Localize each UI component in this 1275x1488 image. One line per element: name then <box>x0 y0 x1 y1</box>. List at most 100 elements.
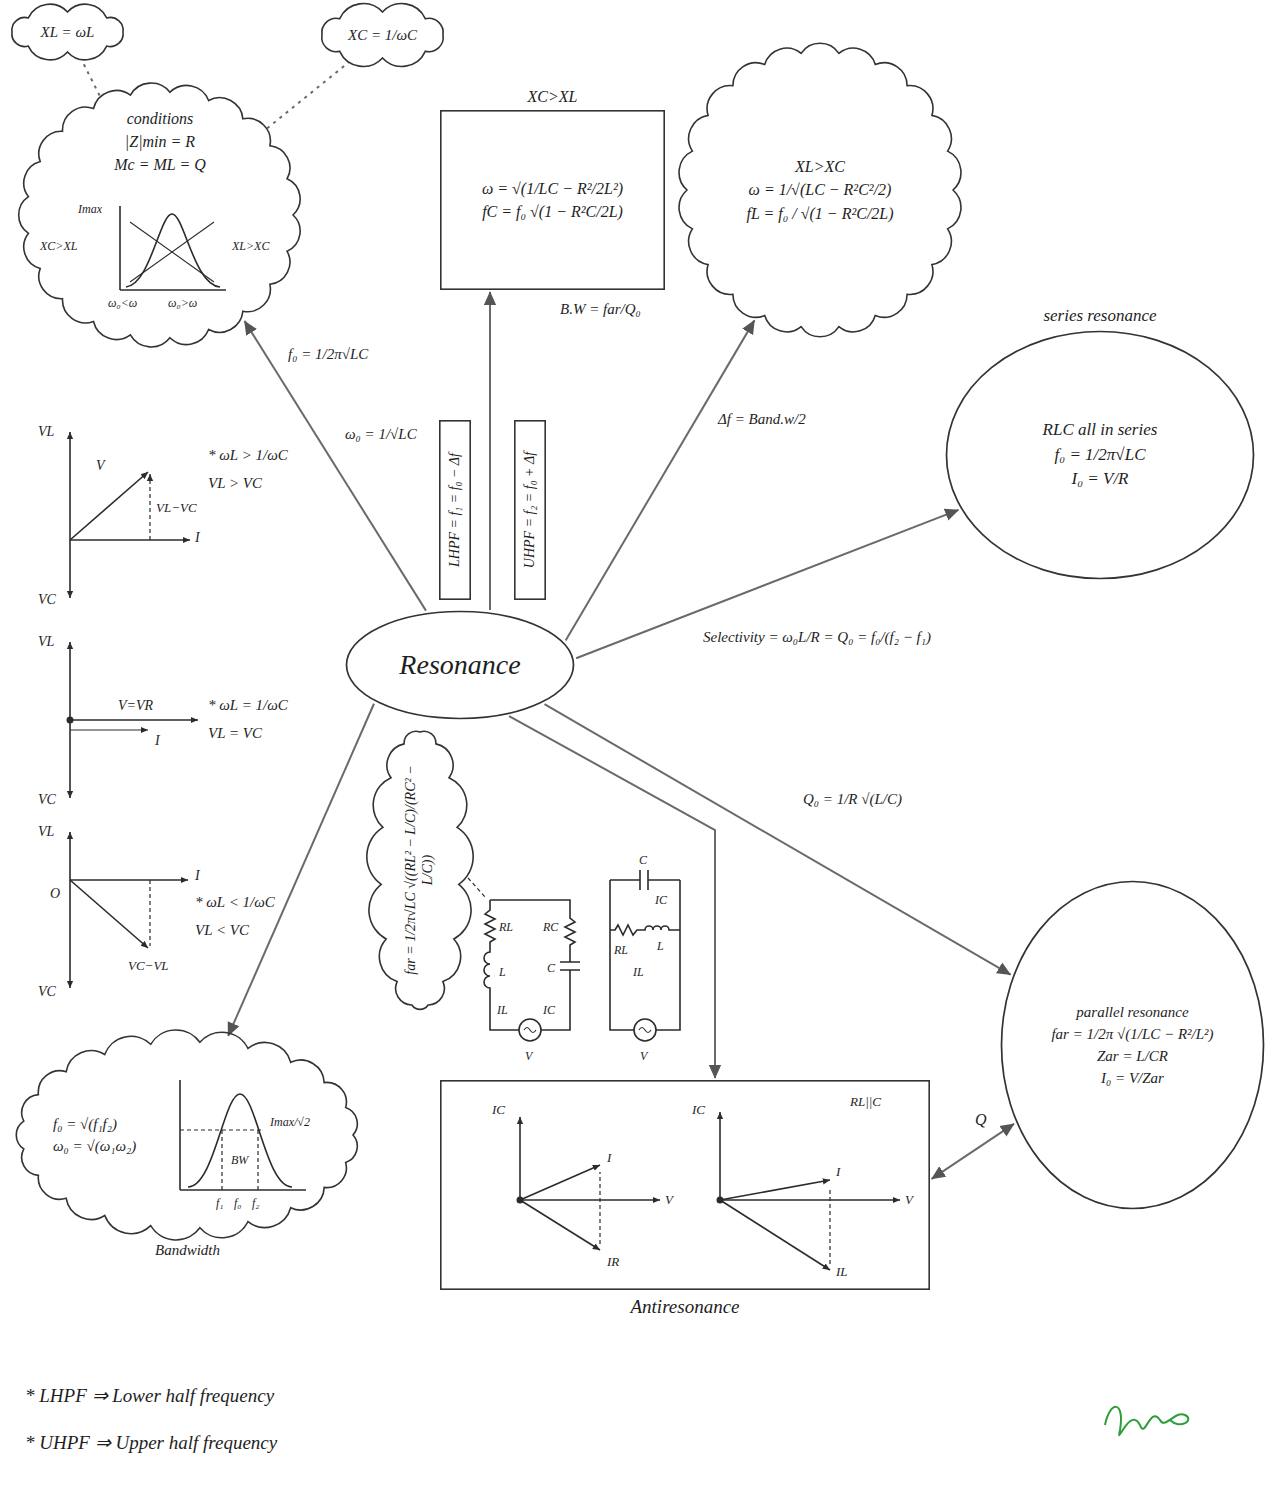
connector <box>267 63 348 129</box>
formula-cloud: far = 1/2π√LC √((RL² − L/C)/(RC² − L/C)) <box>374 725 466 1015</box>
annotation-label: Imax <box>78 202 102 216</box>
difference-phasor <box>149 880 150 946</box>
origin-dot <box>67 717 74 724</box>
annotation-label: BW <box>231 1153 248 1167</box>
annotation-label: VL <box>38 424 54 441</box>
label-slot: VL = VC <box>208 724 262 742</box>
label-slot: O <box>50 884 60 903</box>
node-text: f₀ = 1/2π√LC <box>1055 445 1146 465</box>
node-outline <box>1000 880 1265 1210</box>
node-text: Zar = L/CR <box>1097 1047 1168 1065</box>
label-slot: V <box>96 456 105 475</box>
annotation-label: I <box>836 1164 840 1180</box>
label-slot: C <box>547 958 555 976</box>
label-slot: RL <box>499 917 513 935</box>
node-text: XC = 1/ωC <box>348 26 417 44</box>
annotation-label: VL <box>38 634 54 651</box>
box-outline <box>441 1081 929 1289</box>
annotation-label: ω₀<ω <box>108 296 137 310</box>
label-slot: * UHPF ⇒ Upper half frequency <box>25 1432 277 1455</box>
cloud-outline <box>679 43 961 336</box>
construction-line <box>829 1187 830 1264</box>
node-text: ω = 1/√(LC − R²C²/2) <box>749 180 892 199</box>
label-slot: I <box>195 866 200 885</box>
label-slot: I <box>836 1162 840 1180</box>
bandwidth-cloud: f₀ = √(f₁f₂)ω₀ = √(ω₁ω₂)Bandwidth <box>15 1035 360 1235</box>
annotation-label: I <box>155 733 160 750</box>
node-text: I₀ = V/Zar <box>1101 1069 1164 1087</box>
label-slot: ω₀ = 1/√LC <box>345 425 417 443</box>
label-slot: V <box>665 1190 673 1208</box>
supply-voltage-phasor <box>70 472 148 540</box>
label-slot: V <box>905 1190 913 1208</box>
label-slot: * ωL < 1/ωC <box>195 893 275 911</box>
label-slot: Imax/√2 <box>270 1112 310 1130</box>
label-slot: L <box>499 962 506 980</box>
node-text: XL = ωL <box>41 23 95 41</box>
connector <box>509 716 715 1078</box>
label-slot: VL < VC <box>195 921 249 939</box>
dotted-leader <box>468 878 486 898</box>
node-heading: series resonance <box>1043 306 1156 326</box>
node-text: ω = √(1/LC − R²/2L²) <box>482 179 623 198</box>
cloud-outline <box>19 83 300 347</box>
connector <box>576 510 958 658</box>
origin-dot <box>517 1197 524 1204</box>
label-slot: I <box>195 528 200 547</box>
node-outline <box>15 1035 360 1235</box>
reactance-cloud: XL = ωL <box>5 5 130 59</box>
label-slot: IC <box>692 1100 705 1118</box>
annotation-label: IL <box>497 1003 508 1017</box>
annotation-label: VL <box>38 824 54 841</box>
node-text: Resonance <box>399 648 520 682</box>
label-slot: Q₀ = 1/R √(L/C) <box>800 790 905 808</box>
antiresonance-box: Antiresonance <box>440 1080 930 1290</box>
node-text: RLC all in series <box>1043 420 1158 440</box>
node-text: far = 1/2π√LC √((RL² − L/C)/(RC² − L/C)) <box>403 765 437 975</box>
annotation-label: VL−VC <box>156 500 197 516</box>
label-slot: IC <box>655 890 667 908</box>
label-slot: C <box>639 850 647 868</box>
graph-axis <box>180 1189 306 1191</box>
label-slot: Imax <box>78 199 102 217</box>
supply-voltage-phasor <box>70 880 148 948</box>
current-phasor <box>70 879 188 881</box>
label-slot: IL <box>633 962 644 980</box>
signature-scribble <box>1105 1407 1188 1435</box>
current-phasor <box>520 1165 600 1200</box>
label-slot: VC <box>38 982 56 1001</box>
annotation-label: * ωL = 1/ωC <box>208 696 288 714</box>
formula-box: ω = √(1/LC − R²/2L²)fC = f₀ √(1 − R²C/2L… <box>440 110 665 290</box>
label-slot: RC <box>543 917 558 935</box>
current-phasor <box>720 1200 830 1270</box>
box-outline <box>441 111 664 289</box>
label-slot: I <box>607 1148 611 1166</box>
inductor-branch <box>610 925 680 935</box>
connector <box>932 1124 1014 1179</box>
annotation-label: Q <box>975 1110 987 1129</box>
annotation-label: * ωL > 1/ωC <box>208 446 288 464</box>
label-slot: VC <box>38 590 56 609</box>
annotation-label: VC <box>38 984 56 1001</box>
current-phasor <box>720 1180 830 1200</box>
node-text: fL = f₀ / √(1 − R²C/2L) <box>746 204 893 223</box>
connector <box>228 704 374 1036</box>
cloud-outline <box>12 4 123 60</box>
label-slot: I <box>155 731 160 750</box>
half-power-box: UHPF = f₂ = f₀ + Δf <box>514 420 546 600</box>
label-slot: * ωL = 1/ωC <box>208 696 288 714</box>
box-outline <box>440 421 470 599</box>
node-text: |Z|min = R <box>125 132 195 151</box>
label-slot: IC <box>543 1000 555 1018</box>
label-slot: VL <box>38 822 54 841</box>
annotation-label: V <box>640 1049 647 1063</box>
annotation-label: RL||C <box>850 1094 881 1110</box>
graph-axis <box>120 289 226 291</box>
construction-line <box>599 1172 600 1244</box>
cloud-outline <box>16 1030 357 1240</box>
current-phasor <box>70 539 190 541</box>
annotation-label: L <box>657 939 664 953</box>
connector <box>82 60 100 95</box>
node-outline <box>440 110 665 290</box>
annotation-label: IC <box>692 1102 705 1118</box>
